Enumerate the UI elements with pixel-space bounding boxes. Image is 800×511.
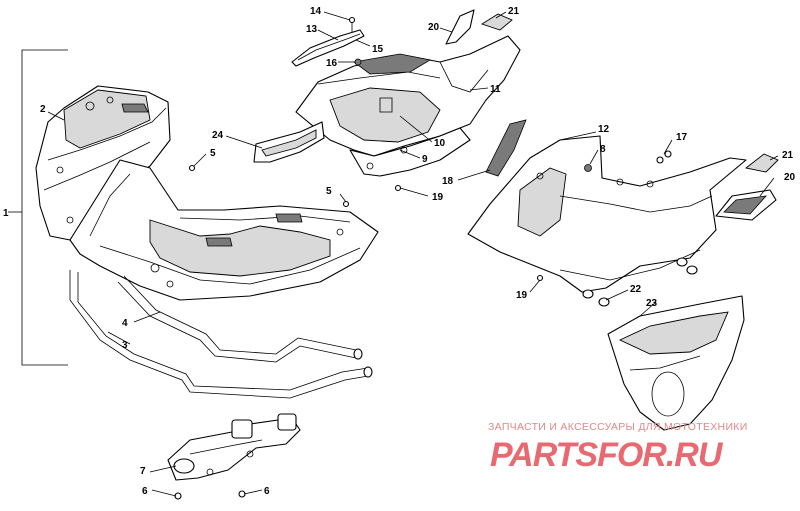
front-bumper-tube [69, 270, 373, 399]
callout-12: 12 [598, 124, 610, 135]
callout-5-upper: 5 [210, 148, 216, 159]
callout-23: 23 [646, 298, 658, 309]
windscreen-trim [291, 16, 365, 67]
side-trim-panel [253, 121, 325, 163]
callout-20-right: 20 [784, 172, 796, 183]
callout-labels: 1 2 3 4 5 5 6 6 7 8 9 10 11 12 13 14 15 … [3, 6, 796, 497]
callout-1: 1 [3, 208, 9, 219]
callout-6-right: 6 [264, 486, 270, 497]
callout-21-top: 21 [508, 6, 520, 17]
callout-22: 22 [630, 284, 642, 295]
callout-4: 4 [122, 318, 128, 329]
callout-6-left: 6 [142, 486, 148, 497]
callout-7: 7 [140, 466, 146, 477]
callout-3: 3 [122, 340, 128, 351]
callout-2: 2 [40, 104, 46, 115]
callout-9: 9 [422, 154, 428, 165]
callout-21-right: 21 [782, 150, 794, 161]
center-lower-skirt [349, 127, 471, 177]
callout-10: 10 [434, 138, 446, 149]
top-small-cover [445, 9, 513, 45]
assembly-bracket [8, 49, 68, 366]
front-rack-plate [69, 159, 379, 301]
callout-8: 8 [600, 144, 606, 155]
watermark-brand: PARTSFOR.RU [490, 436, 724, 474]
bumper-mount-bracket [167, 413, 301, 481]
lower-side-guard [607, 295, 745, 431]
footwell-grille [715, 153, 779, 221]
watermark-tagline: ЗАПЧАСТИ И АКСЕССУАРЫ ДЛЯ МОТОТЕХНИКИ [488, 421, 748, 433]
callout-17: 17 [676, 132, 688, 143]
callout-24: 24 [212, 130, 224, 141]
callout-13: 13 [306, 24, 318, 35]
fasteners [174, 150, 698, 500]
callout-14: 14 [310, 6, 322, 17]
front-rack-part [35, 85, 171, 241]
callout-18: 18 [442, 176, 454, 187]
callout-20-top: 20 [428, 22, 440, 33]
upper-center-panel [295, 35, 521, 157]
callout-16: 16 [326, 58, 338, 69]
callout-19-lower: 19 [516, 290, 528, 301]
watermark: ЗАПЧАСТИ И АКСЕССУАРЫ ДЛЯ МОТОТЕХНИКИ PA… [488, 421, 748, 474]
leader-lines [47, 11, 779, 497]
callout-11: 11 [490, 84, 501, 95]
callout-15: 15 [372, 44, 384, 55]
right-side-panel [467, 119, 747, 293]
callout-5-lower: 5 [326, 186, 332, 197]
callout-19-upper: 19 [432, 192, 444, 203]
